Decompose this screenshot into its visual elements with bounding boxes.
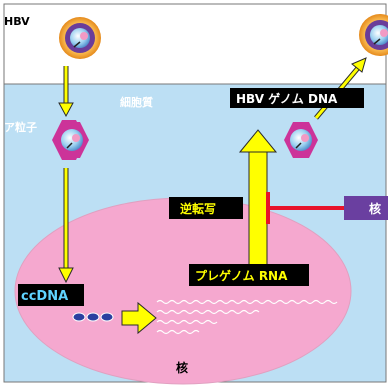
label-nucleus: 核	[176, 360, 188, 375]
label-reverse-transcription: 逆転写	[180, 201, 216, 216]
label-cytoplasm: 細胞質	[120, 95, 153, 109]
label-hbv: HBV	[4, 15, 30, 28]
ccdna-box	[18, 284, 84, 306]
virion-icon-entry	[59, 17, 101, 59]
label-pregenome-rna: プレゲノム RNA	[195, 268, 288, 283]
virion-icon-release	[359, 14, 388, 56]
pregenome-rna-box	[189, 264, 309, 286]
label-hbv-genome-dna: HBV ゲノム DNA	[236, 91, 338, 106]
reverse-transcription-box	[169, 197, 243, 219]
inhibition-marker	[266, 192, 344, 224]
arrow-entry-down	[58, 66, 74, 118]
arrow-capsid-to-nucleus	[58, 168, 74, 284]
ccdna-dots	[72, 312, 114, 322]
genome-dna-box	[230, 88, 364, 108]
rna-transcripts	[156, 299, 338, 335]
inhibitor-box	[344, 196, 388, 220]
label-particle: ア粒子	[4, 120, 37, 134]
capsid-icon-left	[52, 120, 89, 160]
arrow-ccdna-to-transcripts	[121, 301, 157, 335]
capsid-icon-right	[284, 122, 318, 158]
label-inhibitor: 核	[369, 201, 381, 216]
label-ccdna: ccDNA	[21, 289, 68, 304]
